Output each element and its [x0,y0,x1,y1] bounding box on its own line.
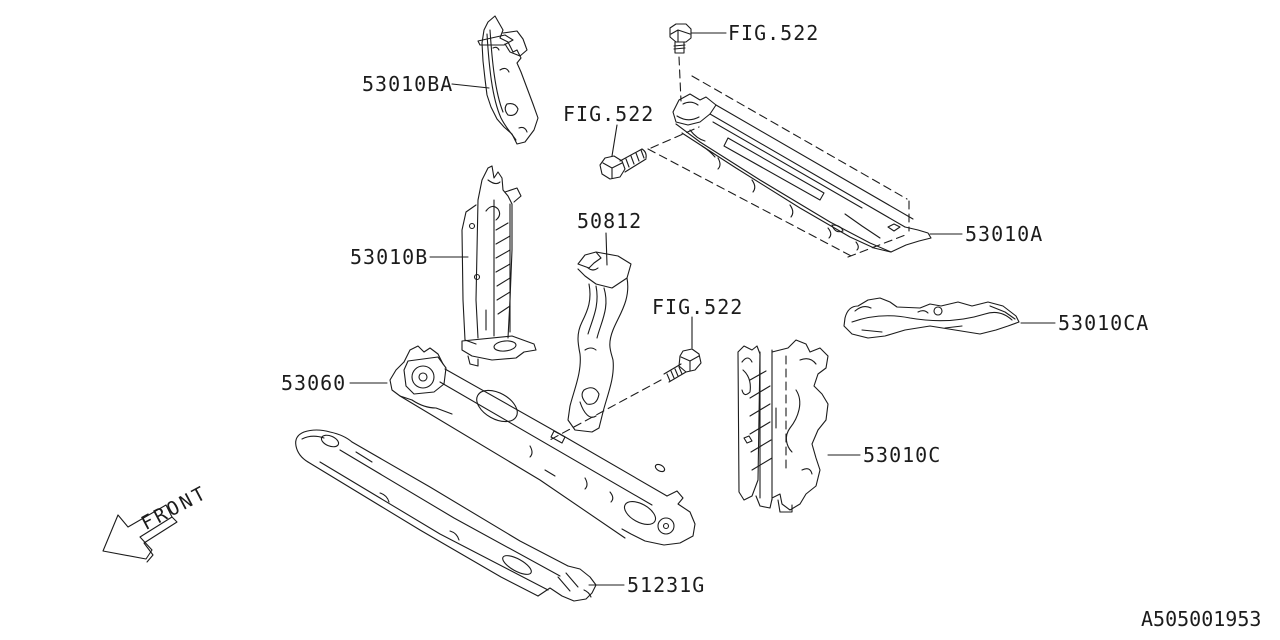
callout-53010ba[interactable]: 53010BA [362,72,454,96]
callout-53010c[interactable]: 53010C [863,443,942,467]
bolt-fig522-top [669,23,692,54]
part-53010a-drawing [672,93,932,253]
bolt-fig522-lower [663,348,702,383]
leader-lines [349,32,1056,586]
callout-53060[interactable]: 53060 [281,371,347,395]
part-50812-drawing [567,251,632,433]
callout-51231g[interactable]: 51231G [627,573,706,597]
diagram-code: A505001953 [1141,607,1262,631]
callout-fig522-lower[interactable]: FIG.522 [652,295,744,319]
callout-fig522-top[interactable]: FIG.522 [728,21,820,45]
part-53060-drawing [389,345,696,546]
part-51231g-drawing [295,429,597,602]
front-arrow-icon [102,504,178,563]
bolt-fig522-middle [599,148,647,180]
callout-50812[interactable]: 50812 [577,209,643,233]
phantom-dashed-lines [547,56,910,442]
part-53010ba-drawing [477,15,539,145]
callout-53010ca[interactable]: 53010CA [1058,311,1150,335]
callout-fig522-middle[interactable]: FIG.522 [563,102,655,126]
part-53010c-drawing [737,339,829,513]
part-53010b-drawing [461,165,537,367]
callout-53010a[interactable]: 53010A [965,222,1044,246]
part-53010ca-drawing [843,297,1020,339]
callout-53010b[interactable]: 53010B [350,245,429,269]
